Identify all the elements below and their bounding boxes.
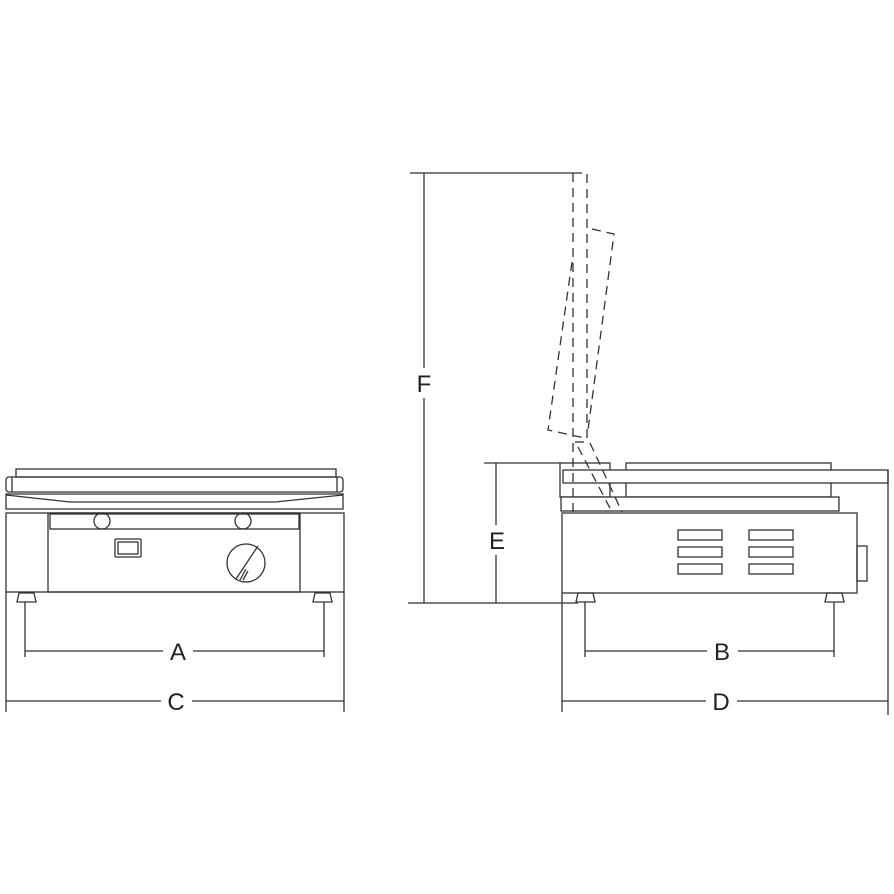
dimension-e-label: E (489, 528, 505, 555)
side-view: B D E F (408, 172, 889, 716)
dimension-d-label: D (712, 689, 729, 716)
side-lid (562, 469, 889, 484)
indicator-light-icon (93, 512, 111, 530)
front-lower-plate (5, 493, 344, 510)
thermostat-knob (226, 543, 266, 583)
front-body (5, 512, 345, 593)
front-view: A C (5, 468, 345, 716)
foot (824, 592, 845, 603)
indicator-light-icon (234, 512, 252, 530)
vent-slots (677, 529, 794, 575)
side-lower-plate (560, 496, 840, 512)
dimension-a-label: A (170, 639, 186, 666)
power-switch (114, 538, 142, 558)
open-lid-outline (547, 172, 623, 513)
front-control-panel (47, 512, 301, 593)
dimension-f-label: F (417, 371, 432, 398)
foot (312, 592, 333, 603)
side-knob (856, 545, 868, 582)
dimension-b-label: B (714, 639, 730, 666)
side-body (561, 512, 858, 594)
dimension-c-label: C (167, 689, 184, 716)
foot (575, 592, 596, 603)
front-lid (5, 476, 344, 493)
front-top-plate (15, 468, 337, 478)
foot (16, 592, 37, 603)
